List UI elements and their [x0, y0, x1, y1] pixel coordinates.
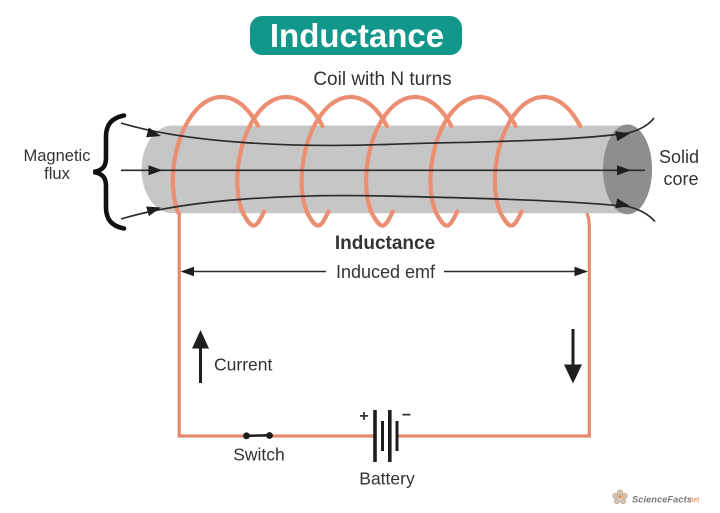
svg-text:flux: flux — [44, 165, 70, 183]
svg-text:−: − — [402, 407, 411, 424]
svg-text:Induced emf: Induced emf — [336, 262, 436, 282]
svg-text:Solid: Solid — [659, 147, 699, 167]
svg-text:ScienceFacts: ScienceFacts — [632, 495, 692, 505]
svg-text:.net: .net — [688, 497, 701, 504]
svg-text:Inductance: Inductance — [335, 233, 435, 254]
svg-text:Magnetic: Magnetic — [24, 147, 91, 165]
svg-text:Switch: Switch — [233, 445, 285, 465]
svg-text:Current: Current — [214, 355, 272, 375]
svg-text:+: + — [359, 408, 368, 425]
svg-text:Inductance: Inductance — [270, 17, 444, 54]
svg-text:core: core — [663, 169, 698, 189]
svg-text:Coil with N turns: Coil with N turns — [313, 69, 451, 90]
svg-text:Battery: Battery — [359, 469, 415, 489]
